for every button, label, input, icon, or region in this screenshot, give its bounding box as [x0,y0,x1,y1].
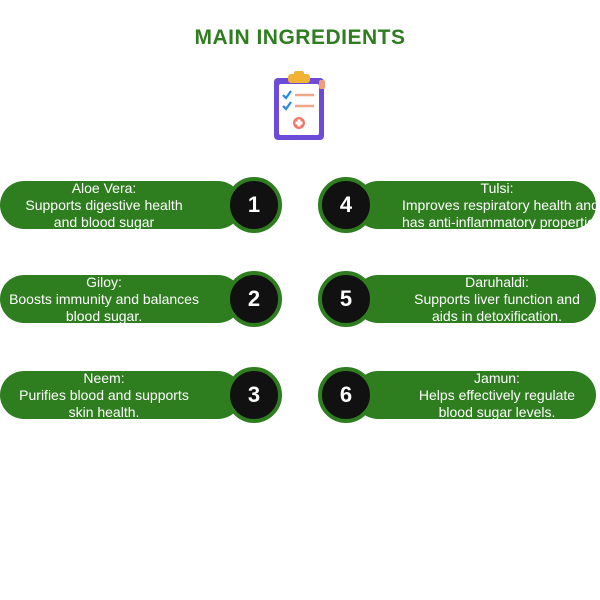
ingredient-description-line: Supports liver function and [414,290,580,307]
ingredient-description-line: blood sugar levels. [438,403,556,420]
ingredient-name: Jamun: [474,369,520,386]
clipboard-checklist-icon [274,71,325,140]
number-badge: 4 [318,177,374,233]
ingredient-name: Aloe Vera: [71,179,137,196]
number-badge: 3 [226,367,282,423]
ingredient-description-line: and blood sugar [53,213,155,230]
ingredient-description-line: Improves respiratory health and [402,196,599,213]
ingredient-name: Daruhaldi: [465,273,529,290]
number-badge: 6 [318,367,374,423]
ingredient-name: Neem: [83,369,125,386]
number-badge: 5 [318,271,374,327]
number-badge: 2 [226,271,282,327]
ingredient-description-line: blood sugar. [65,307,143,324]
ingredient-description-line: Boosts immunity and balances [9,290,199,307]
ingredient-card-aloe-vera: Aloe Vera: Supports digestive health and… [0,179,242,230]
ingredient-description-line: Purifies blood and supports [19,386,189,403]
ingredient-card-daruhaldi: Daruhaldi: Supports liver function and a… [354,273,596,324]
ingredient-description-line: aids in detoxification. [432,307,562,324]
ingredient-card-tulsi: Tulsi: Improves respiratory health and h… [354,179,600,230]
number-badge: 1 [226,177,282,233]
ingredient-name: Giloy: [86,273,122,290]
ingredient-description-line: skin health. [68,403,140,420]
ingredient-description-line: Helps effectively regulate [418,386,576,403]
ingredient-description-line: Supports digestive health [25,196,183,213]
ingredient-description-line: has anti-inflammatory properties. [402,213,600,230]
ingredient-card-neem: Neem: Purifies blood and supports skin h… [0,369,242,420]
page-title: MAIN INGREDIENTS [194,26,406,49]
ingredient-card-jamun: Jamun: Helps effectively regulate blood … [354,369,596,420]
ingredient-name: Tulsi: [480,179,514,196]
ingredient-card-giloy: Giloy: Boosts immunity and balances bloo… [0,273,242,324]
